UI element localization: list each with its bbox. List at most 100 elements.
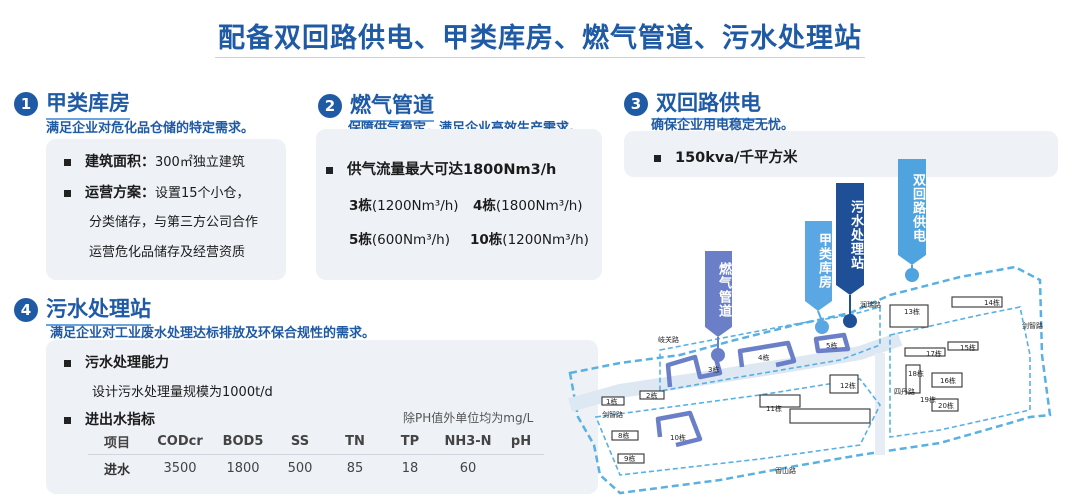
road-jianzhi-right-label: 剑智路 xyxy=(1022,322,1043,330)
warehouse-area: 建筑面积：300㎡独立建筑 xyxy=(64,151,245,171)
sewage-title: 污水处理站 xyxy=(46,293,151,326)
bullet-square-icon xyxy=(64,189,71,197)
building-14 xyxy=(951,296,1003,308)
pin-power-label: 双回路供电 xyxy=(910,173,925,243)
warehouse-ops: 运营方案：设置15个小仓， xyxy=(64,182,250,202)
table-cell: 1800 xyxy=(226,460,260,476)
warehouse-heading: 1 甲类库房 xyxy=(14,87,130,120)
table-header-cell: BOD5 xyxy=(222,433,264,449)
section-number-4: 4 xyxy=(14,297,38,322)
table-header-cell: SS xyxy=(290,433,310,449)
zone-east xyxy=(889,306,1031,438)
sewage-index: 进出水指标 xyxy=(64,409,155,429)
pin-sewage xyxy=(836,183,864,328)
ops-line-1: 设置15个小仓， xyxy=(155,186,250,201)
building-16 xyxy=(931,372,963,388)
building-label: 3栋 xyxy=(708,366,720,374)
building-label: 5栋 xyxy=(826,342,838,350)
road-sidan-label: 四丹路 xyxy=(894,388,915,396)
rate-value: (1200Nm³/h) xyxy=(371,198,459,214)
bullet-square-icon xyxy=(654,154,661,162)
ops-line-2: 分类储存，与第三方公司合作 xyxy=(89,215,259,230)
building-8 xyxy=(611,430,639,441)
building-label: 17栋 xyxy=(926,350,942,358)
ops-label: 运营方案： xyxy=(85,185,155,201)
building-label: 11栋 xyxy=(766,405,782,413)
table-cell: 18 xyxy=(401,460,419,476)
table-header-cell: TN xyxy=(345,433,365,449)
building-1 xyxy=(601,396,625,406)
zone-south xyxy=(594,378,881,476)
building-17 xyxy=(904,347,946,357)
building-11 xyxy=(759,394,801,408)
pin-gas xyxy=(705,251,732,362)
building-9 xyxy=(617,453,645,464)
area-value: 300㎡独立建筑 xyxy=(155,155,245,170)
bullet-square-icon xyxy=(64,416,71,424)
building-2 xyxy=(639,390,665,400)
section-number-3: 3 xyxy=(624,91,648,116)
road-qiguan-label: 岐关路 xyxy=(658,336,679,344)
rate-building: 10栋 xyxy=(470,232,503,248)
gas-rate-10: 10栋(1200Nm³/h) xyxy=(470,228,589,248)
sewage-panel xyxy=(46,340,598,494)
building-18 xyxy=(905,364,921,394)
building-label: 10栋 xyxy=(670,434,686,442)
capacity-label: 污水处理能力 xyxy=(85,355,169,371)
rate-building: 4栋 xyxy=(473,198,496,214)
building-20 xyxy=(931,398,959,412)
pin-gas-label: 燃气管道 xyxy=(716,262,731,318)
table-header-cell: pH xyxy=(510,433,532,449)
building-12 xyxy=(829,374,859,394)
section-number-2: 2 xyxy=(318,93,342,118)
gas-flow-text: 供气流量最大可达1800Nm3/h xyxy=(347,162,557,178)
building-13 xyxy=(889,304,929,328)
table-header-cell: TP xyxy=(400,433,420,449)
pin-warehouse-label: 甲类库房 xyxy=(816,233,831,289)
table-cell: 3500 xyxy=(163,460,197,476)
rate-building: 3栋 xyxy=(349,198,372,214)
bullet-square-icon xyxy=(326,166,333,174)
sewage-capacity: 污水处理能力 xyxy=(64,352,169,372)
table-cell: 85 xyxy=(346,460,364,476)
warehouse-title: 甲类库房 xyxy=(46,87,130,120)
power-spec-text: 150kva/千平方米 xyxy=(675,150,798,166)
building-5 xyxy=(813,332,851,354)
road-xiangshan-label: 香山路 xyxy=(775,467,796,475)
rate-value: (1800Nm³/h) xyxy=(495,198,583,214)
building-label: 16栋 xyxy=(940,377,956,385)
index-label: 进出水指标 xyxy=(85,412,155,428)
power-heading: 3 双回路供电 xyxy=(624,87,761,120)
site-map: 燃气管道 甲类库房 污水处理站 双回路供电 岐关路 剑智路 剑智路 香山路 润瑞… xyxy=(560,155,1080,501)
road-runrui-label: 润瑞路 xyxy=(860,301,881,309)
rate-value: (1200Nm³/h) xyxy=(502,232,589,248)
site-boundary xyxy=(568,265,1052,495)
building-label: 20栋 xyxy=(938,402,954,410)
gas-heading: 2 燃气管道 xyxy=(318,89,434,122)
building-11-b xyxy=(789,408,871,424)
pin-sewage-label: 污水处理站 xyxy=(848,199,863,270)
section-number-1: 1 xyxy=(14,91,38,116)
building-label: 13栋 xyxy=(904,308,920,316)
table-header-cell: CODcr xyxy=(157,433,203,449)
jianzhi-road xyxy=(568,332,903,412)
building-label: 15栋 xyxy=(960,344,976,352)
unit-note: 除PH值外单位均为mg/L xyxy=(403,411,534,425)
page-title: 配备双回路供电、甲类库房、燃气管道、污水处理站 xyxy=(218,23,862,54)
building-4 xyxy=(737,340,797,368)
table-header-cell: NH3-N xyxy=(444,433,492,449)
building-label: 2栋 xyxy=(646,392,658,400)
table-header-cell: 项目 xyxy=(103,435,130,451)
gas-rate-5: 5栋(600Nm³/h) xyxy=(349,228,450,248)
title-divider xyxy=(215,57,865,58)
sewage-subtitle: 满足企业对工业废水处理达标排放及环保合规性的需求。 xyxy=(50,326,376,341)
bullet-square-icon xyxy=(64,359,71,367)
table-cell: 500 xyxy=(287,460,313,476)
road-jianzhi-left-label: 剑智路 xyxy=(602,411,623,419)
rate-building: 5栋 xyxy=(349,232,372,248)
water-index-table: 项目 CODcr BOD5 SS TN TP NH3-N pH 进水 3500 … xyxy=(88,429,544,481)
capacity-text: 设计污水处理量规模为1000t/d xyxy=(92,385,273,400)
building-label: 4栋 xyxy=(758,354,770,362)
building-label: 9栋 xyxy=(624,455,636,463)
building-3 xyxy=(665,354,723,388)
